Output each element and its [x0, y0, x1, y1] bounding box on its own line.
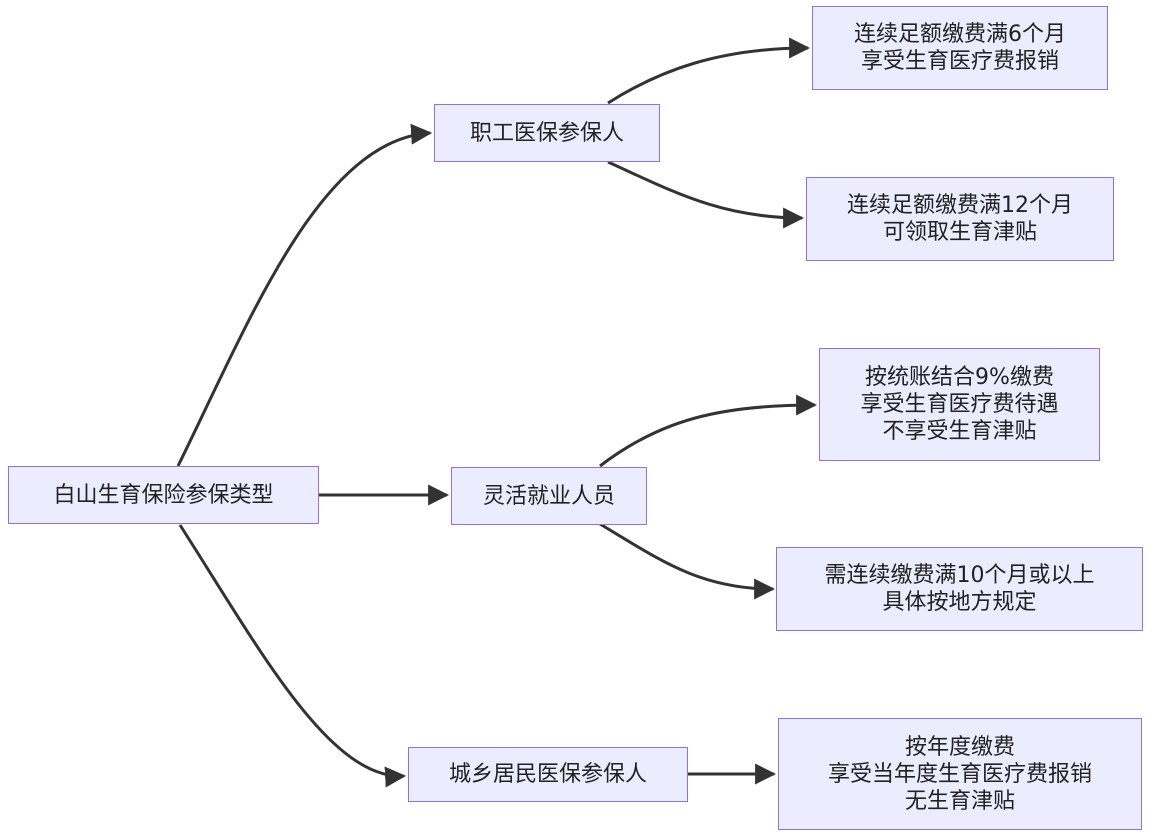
root-node-label: 白山生育保险参保类型	[53, 482, 274, 508]
outcome-node-resident-1: 按年度缴费 享受当年度生育医疗费报销 无生育津贴	[778, 718, 1142, 830]
outcome-line: 无生育津贴	[904, 788, 1015, 814]
category-node-flexible: 灵活就业人员	[451, 467, 647, 525]
edge-root-to-employee	[176, 123, 433, 467]
outcome-line: 不享受生育津贴	[882, 419, 1037, 444]
outcome-line: 需连续缴费满10个月或以上	[824, 563, 1095, 588]
outcome-line: 享受生育医疗费报销	[860, 49, 1059, 74]
edge-employee-to-outcome-1	[607, 37, 811, 105]
category-node-label: 城乡居民医保参保人	[448, 762, 647, 787]
edge-root-to-resident	[178, 524, 407, 788]
category-node-resident: 城乡居民医保参保人	[408, 747, 688, 802]
outcome-line: 连续足额缴费满12个月	[847, 193, 1073, 218]
outcome-line: 按统账结合9%缴费	[865, 365, 1054, 390]
outcome-node-employee-1: 连续足额缴费满6个月 享受生育医疗费报销	[812, 6, 1108, 90]
category-node-employee: 职工医保参保人	[434, 104, 660, 162]
edge-flexible-to-outcome-2	[599, 522, 776, 600]
outcome-line: 连续足额缴费满6个月	[854, 22, 1066, 47]
outcome-line: 具体按地方规定	[882, 590, 1037, 615]
category-node-label: 职工医保参保人	[469, 120, 624, 146]
outcome-node-flexible-2: 需连续缴费满10个月或以上 具体按地方规定	[776, 547, 1143, 631]
outcome-node-employee-2: 连续足额缴费满12个月 可领取生育津贴	[806, 177, 1114, 261]
edge-flexible-to-outcome-1	[599, 394, 818, 468]
root-node: 白山生育保险参保类型	[8, 466, 319, 524]
outcome-line: 享受生育医疗费待遇	[860, 392, 1059, 417]
outcome-line: 按年度缴费	[904, 734, 1015, 760]
category-node-label: 灵活就业人员	[482, 483, 615, 509]
outcome-node-flexible-1: 按统账结合9%缴费 享受生育医疗费待遇 不享受生育津贴	[819, 348, 1100, 461]
edge-employee-to-outcome-2	[607, 160, 805, 229]
outcome-line: 可领取生育津贴	[882, 220, 1037, 245]
outcome-line: 享受当年度生育医疗费报销	[827, 761, 1092, 787]
